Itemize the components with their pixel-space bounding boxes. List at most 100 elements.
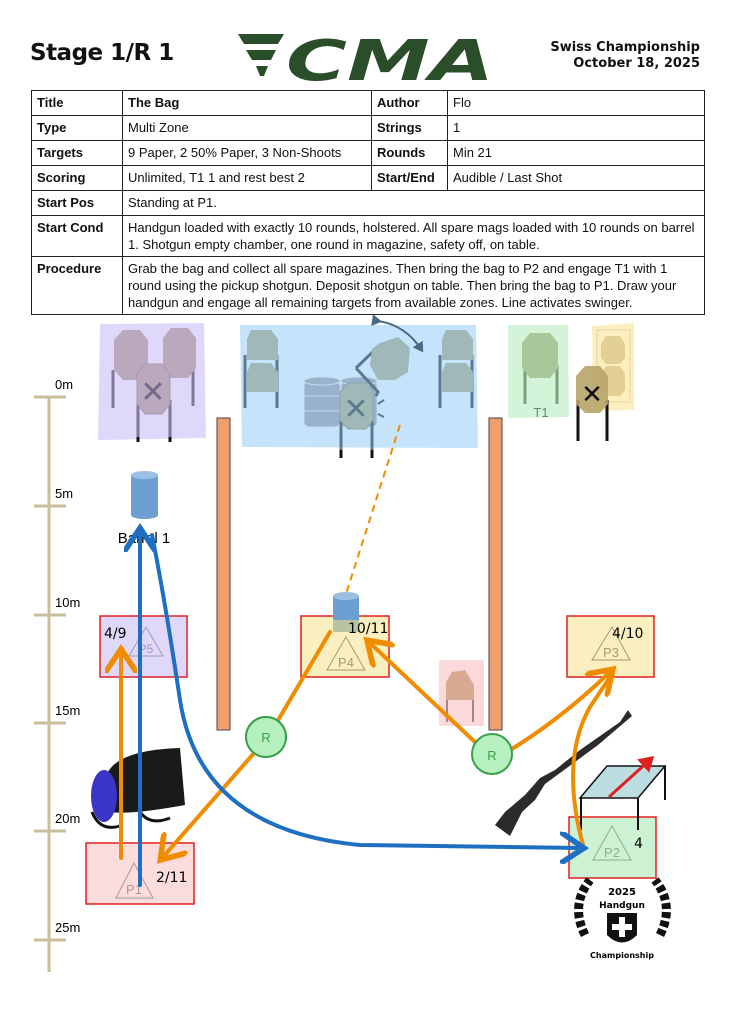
p2-count: 4 bbox=[634, 836, 643, 852]
scale-tick-10: 10m bbox=[34, 595, 80, 617]
type-label: Type bbox=[31, 115, 123, 141]
scale-tick-20: 20m bbox=[34, 811, 80, 833]
wall-right bbox=[488, 417, 503, 731]
badge-year: 2025 bbox=[608, 887, 636, 898]
scale-label-15m: 15m bbox=[55, 703, 80, 718]
target-array-left: ✕ bbox=[98, 323, 206, 442]
title-value: The Bag bbox=[122, 90, 372, 116]
row-startpos: Start Pos Standing at P1. bbox=[31, 190, 705, 216]
logo-stripe-3 bbox=[256, 66, 268, 76]
championship-badge: 2025 Handgun Championship bbox=[574, 877, 671, 960]
no-shoot-x-icon: ✕ bbox=[343, 392, 368, 427]
type-value: Multi Zone bbox=[122, 115, 372, 141]
strings-value: 1 bbox=[447, 115, 705, 141]
p3-label: P3 bbox=[603, 645, 619, 660]
scale-label-5m: 5m bbox=[55, 486, 73, 501]
barrel-label: Barrel 1 bbox=[118, 530, 171, 547]
path-p4-r bbox=[275, 630, 332, 724]
t1-label: T1 bbox=[533, 405, 548, 420]
paper-target bbox=[247, 363, 278, 392]
procedure-label: Procedure bbox=[31, 256, 123, 315]
activation-line bbox=[345, 424, 401, 595]
path-p2-p3 bbox=[571, 678, 610, 847]
row-type: Type Multi Zone Strings 1 bbox=[31, 115, 705, 141]
p4-label: P4 bbox=[338, 655, 354, 670]
targets-value: 9 Paper, 2 50% Paper, 3 Non-Shoots bbox=[122, 140, 372, 166]
logo-text: CMA bbox=[286, 30, 494, 86]
reload-marker-2: R bbox=[471, 733, 513, 775]
author-value: Flo bbox=[447, 90, 705, 116]
p3-count: 4/10 bbox=[612, 626, 643, 642]
paper-target bbox=[114, 330, 148, 380]
shotgun-icon bbox=[495, 710, 632, 836]
startend-label: Start/End bbox=[371, 165, 448, 191]
paper-target bbox=[442, 363, 473, 392]
table bbox=[578, 755, 667, 830]
barrel-1: Barrel 1 bbox=[118, 471, 171, 547]
blue-paths bbox=[140, 532, 580, 887]
paper-target bbox=[163, 328, 196, 378]
barrel-icon bbox=[131, 475, 158, 515]
logo-stripe-2 bbox=[246, 50, 276, 60]
no-shoot-target bbox=[339, 382, 374, 430]
row-scoring: Scoring Unlimited, T1 1 and rest best 2 … bbox=[31, 165, 705, 191]
path-r-p3 bbox=[505, 672, 610, 754]
scale-label-10m: 10m bbox=[55, 595, 80, 610]
scale-tick-15: 15m bbox=[34, 703, 80, 725]
paper-target bbox=[601, 336, 625, 364]
title-label: Title bbox=[31, 90, 123, 116]
swing-arc-icon bbox=[371, 315, 424, 353]
target-array-center: ✕ bbox=[240, 315, 478, 458]
scoring-label: Scoring bbox=[31, 165, 123, 191]
no-shoot-x-icon: ✕ bbox=[581, 380, 603, 410]
p4-count: 10/11 bbox=[348, 621, 388, 637]
p1-label: P1 bbox=[126, 882, 142, 897]
no-shoot-small bbox=[439, 660, 484, 726]
scoring-value: Unlimited, T1 1 and rest best 2 bbox=[122, 165, 372, 191]
event-date: October 18, 2025 bbox=[573, 56, 700, 71]
badge-championship: Championship bbox=[590, 951, 654, 960]
rounds-value: Min 21 bbox=[447, 140, 705, 166]
startcond-value: Handgun loaded with exactly 10 rounds, h… bbox=[122, 215, 705, 257]
startcond-label: Start Cond bbox=[31, 215, 123, 257]
t1-target bbox=[522, 333, 558, 378]
stage-title: Stage 1/R 1 bbox=[30, 40, 174, 66]
stage-diagram: 0m 5m 10m 15m 20m 25m ✕ bbox=[34, 315, 671, 972]
p5-label: P5 bbox=[139, 642, 154, 656]
paper-target bbox=[442, 330, 473, 360]
no-shoot-target bbox=[136, 363, 171, 415]
event-info: Swiss Championship October 18, 2025 bbox=[550, 40, 700, 72]
stage-info-table: Title The Bag Author Flo Type Multi Zone… bbox=[31, 90, 705, 315]
orange-paths bbox=[121, 630, 610, 858]
p1-count: 2/11 bbox=[156, 870, 187, 886]
target-array-right: T1 ✕ bbox=[508, 323, 634, 441]
p2-label: P2 bbox=[604, 845, 620, 860]
row-startcond: Start Cond Handgun loaded with exactly 1… bbox=[31, 215, 705, 257]
row-procedure: Procedure Grab the bag and collect all s… bbox=[31, 256, 705, 315]
author-label: Author bbox=[371, 90, 448, 116]
scale-label-0m: 0m bbox=[55, 377, 73, 392]
startpos-label: Start Pos bbox=[31, 190, 123, 216]
distance-scale: 0m 5m 10m 15m 20m 25m bbox=[34, 377, 80, 972]
path-r-p4 bbox=[370, 643, 479, 746]
reload-label-1-top: R bbox=[261, 730, 270, 745]
path-barrel-p2 bbox=[150, 533, 580, 848]
scale-label-25m: 25m bbox=[55, 920, 80, 935]
reload-marker-1-top: R bbox=[245, 716, 287, 758]
scale-label-20m: 20m bbox=[55, 811, 80, 826]
procedure-value: Grab the bag and collect all spare magaz… bbox=[122, 256, 705, 315]
reload-label-2: R bbox=[487, 748, 496, 763]
path-r-p1 bbox=[163, 750, 257, 857]
badge-handgun: Handgun bbox=[599, 901, 645, 911]
position-p4: P4 10/11 bbox=[300, 592, 390, 678]
red-arrow-icon bbox=[607, 755, 655, 799]
row-targets: Targets 9 Paper, 2 50% Paper, 3 Non-Shoo… bbox=[31, 140, 705, 166]
wall-left bbox=[216, 417, 231, 731]
position-p2: P2 4 bbox=[568, 816, 657, 879]
rounds-label: Rounds bbox=[371, 140, 448, 166]
no-shoot-x-icon: ✕ bbox=[140, 375, 165, 410]
startend-value: Audible / Last Shot bbox=[447, 165, 705, 191]
no-shoot-target bbox=[576, 366, 608, 413]
startpos-value: Standing at P1. bbox=[122, 190, 705, 216]
row-title: Title The Bag Author Flo bbox=[31, 90, 705, 116]
